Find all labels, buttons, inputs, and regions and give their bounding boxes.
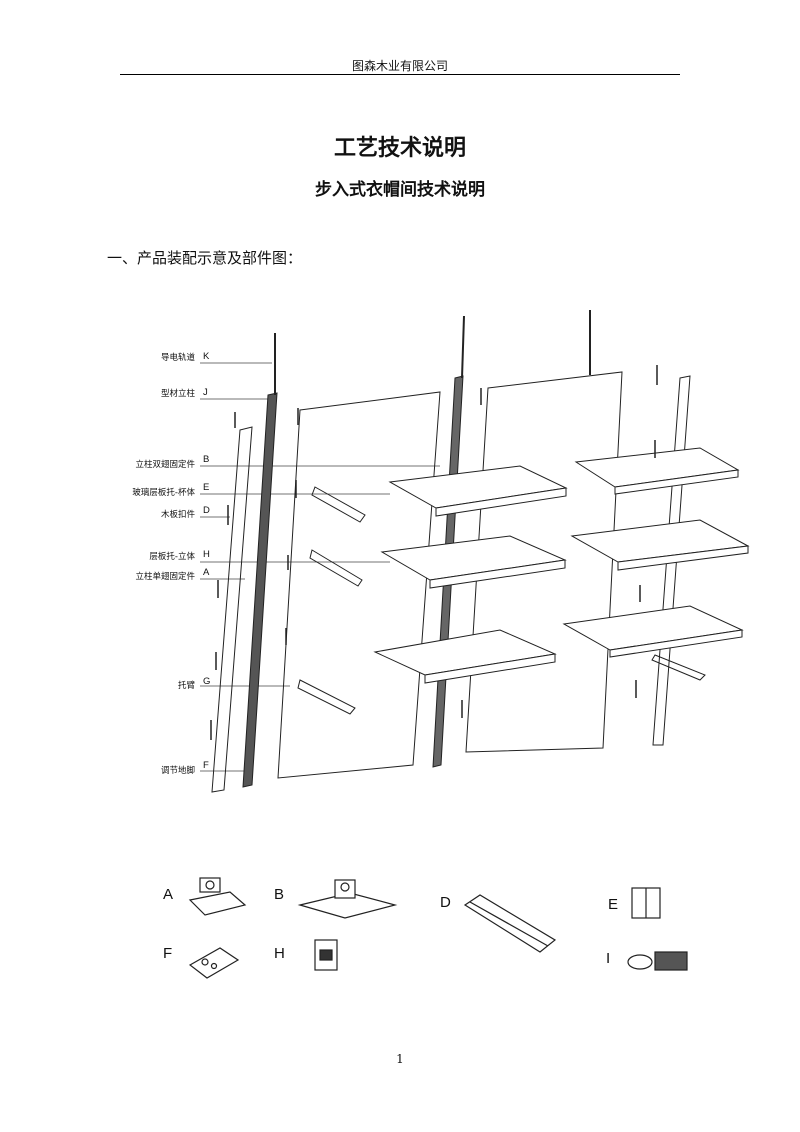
part-label-d: D (440, 894, 451, 911)
callout-label-e: 玻璃层板托-杯体 (132, 488, 195, 498)
callout-letter-h: H (203, 549, 210, 560)
document-subtitle: 步入式衣帽间技术说明 (315, 180, 485, 200)
document-title: 工艺技术说明 (333, 135, 466, 161)
part-i-drawing (627, 951, 688, 971)
callout-label-j: 型材立柱 (160, 389, 195, 399)
header-rule (120, 74, 680, 75)
callout-letter-j: J (203, 387, 208, 398)
part-label-a: A (163, 886, 174, 903)
part-label-h: H (274, 945, 285, 962)
callout-label-k: 导电轨道 (160, 353, 195, 363)
callout-letter-a: A (203, 567, 210, 578)
part-label-b: B (274, 886, 285, 903)
callout-letter-f: F (203, 760, 209, 771)
part-b-drawing (297, 879, 398, 919)
part-e-drawing (631, 887, 661, 919)
callout-label-d: 木板扣件 (160, 510, 195, 520)
callout-label-g: 托臂 (177, 681, 195, 691)
part-h-drawing (314, 939, 338, 971)
callout-label-f: 调节地脚 (160, 766, 195, 776)
page-number: 1 (396, 1052, 404, 1066)
callout-label-b: 立柱双翅固定件 (135, 460, 195, 470)
part-label-e: E (608, 896, 619, 913)
callout-label-a: 立柱单翅固定件 (135, 572, 195, 582)
part-a-drawing (188, 877, 247, 916)
callout-label-h: 层板托-立体 (149, 552, 195, 562)
callout-letter-b: B (203, 454, 210, 465)
part-label-i: I (606, 950, 611, 967)
callout-letter-e: E (203, 482, 210, 493)
callout-letter-d: D (203, 505, 210, 516)
part-d-drawing (463, 894, 557, 953)
callout-letter-g: G (203, 676, 211, 687)
part-label-f: F (163, 945, 173, 962)
page-header: 图森木业有限公司 (351, 59, 448, 73)
callout-letter-k: K (203, 351, 210, 362)
section-heading: 一、产品装配示意及部件图： (107, 249, 303, 267)
part-f-drawing (188, 947, 240, 979)
